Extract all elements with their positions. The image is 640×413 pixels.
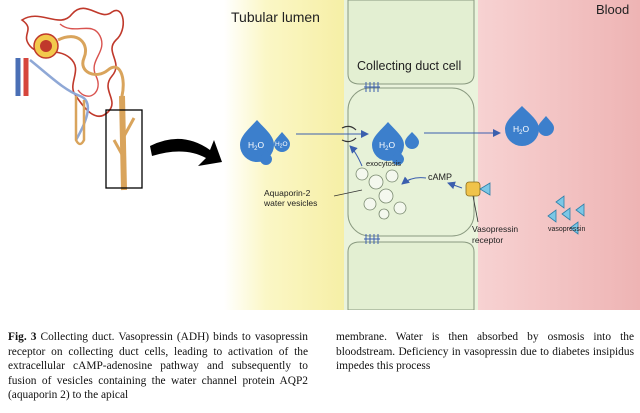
vesicles-label-line1: Aquaporin-2	[264, 188, 311, 198]
svg-text:H2O: H2O	[513, 124, 529, 136]
water-drop-cell-small-2	[392, 150, 404, 165]
caption-left-text: Collecting duct. Vasopressin (ADH) binds…	[8, 331, 308, 402]
aquaporin-vesicles	[355, 167, 407, 220]
zoom-box	[105, 109, 143, 189]
water-drop-small-label: H2O	[275, 141, 288, 150]
vasopressin-bound	[479, 182, 491, 196]
vesicles-label-line2: water vesicles	[263, 198, 317, 208]
receptor-pointer	[472, 195, 479, 223]
water-drop-cell-small-1	[405, 132, 419, 149]
water-drop-blood: H2O	[505, 106, 539, 146]
camp-label: cAMP	[428, 172, 452, 182]
vasopressin-label: vasopressin	[548, 226, 585, 233]
vasopressin-receptor	[465, 181, 481, 197]
region-lumen-label: Tubular lumen	[231, 9, 320, 25]
figure-number: Fig. 3	[8, 331, 37, 343]
vasopressin-molecules	[547, 195, 585, 235]
receptor-to-camp-arrow	[447, 181, 463, 190]
camp-arrow-to-vesicles	[401, 176, 427, 185]
lumen-region	[224, 0, 344, 310]
tight-junction-top	[364, 82, 380, 92]
vesicles-pointer	[333, 189, 363, 197]
exocytosis-label: exocytosis	[366, 159, 401, 168]
water-drop-small-2	[260, 150, 272, 165]
receptor-label-line1: Vasopressin	[472, 224, 518, 234]
tight-junction-bottom	[364, 234, 380, 244]
caption-left: Fig. 3 Collecting duct. Vasopressin (ADH…	[8, 330, 308, 403]
water-drop-blood-small	[538, 116, 554, 136]
water-drop-cell: H2O	[372, 122, 404, 161]
caption-right: membrane. Water is then absorbed by osmo…	[336, 330, 634, 374]
exocytosis-arrow	[349, 145, 363, 167]
svg-text:H2O: H2O	[248, 140, 264, 152]
lower-cell	[347, 241, 475, 310]
upper-cell	[347, 0, 475, 85]
caption-right-text: membrane. Water is then absorbed by osmo…	[336, 331, 634, 373]
aquaporin-channel	[341, 125, 357, 143]
water-drop-small-1	[274, 132, 290, 152]
svg-text:H2O: H2O	[379, 140, 395, 152]
zoom-arrow	[150, 138, 222, 166]
diagram-svg: Tubular lumen Collecting duct cell Blood…	[15, 0, 640, 310]
receptor-label-line2: receptor	[472, 235, 503, 245]
region-cell-label: Collecting duct cell	[357, 59, 461, 73]
blood-region	[478, 0, 640, 310]
region-blood-label: Blood	[596, 2, 629, 17]
diagram-figure: Tubular lumen Collecting duct cell Blood…	[15, 0, 640, 310]
nephron-illustration	[15, 7, 143, 191]
